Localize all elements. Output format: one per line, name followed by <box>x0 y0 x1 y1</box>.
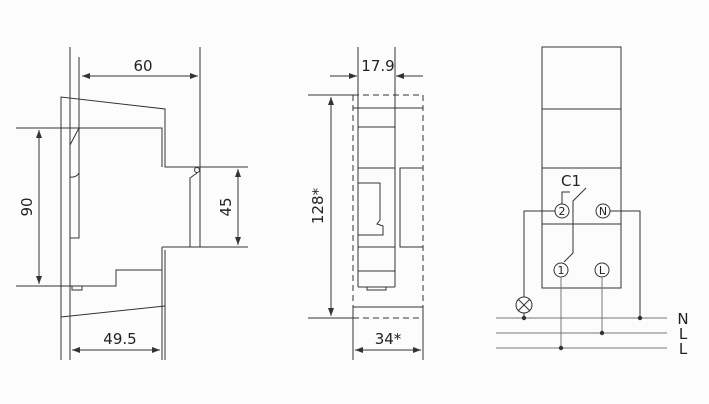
terminal-l: L <box>594 262 610 278</box>
dim-depth-lower: 49.5 <box>103 330 136 348</box>
lamp-icon <box>515 296 533 314</box>
terminal-1: 1 <box>553 262 569 278</box>
dim-height-total: 128* <box>309 187 327 224</box>
bus-label-n: N <box>677 310 688 328</box>
bus-label-l1: L <box>679 325 688 343</box>
dim-rail: 45 <box>217 197 235 216</box>
bus-label-l2: L <box>679 340 688 358</box>
dim-depth: 60 <box>133 57 152 75</box>
dim-height: 90 <box>18 197 36 216</box>
dim-width: 17.9 <box>361 57 394 75</box>
dim-width-total: 34* <box>375 330 402 348</box>
terminal-2: 2 <box>554 203 570 219</box>
terminal-n: N <box>595 203 611 219</box>
wiring-diagram: C1 2 N 1 L N L L <box>496 46 689 358</box>
svg-text:2: 2 <box>559 205 566 218</box>
svg-text:L: L <box>599 264 606 277</box>
side-view: 60 90 45 49.5 <box>16 47 248 360</box>
front-view: 17.9 128* 34* <box>308 47 424 360</box>
svg-text:1: 1 <box>558 264 565 277</box>
contact-label: C1 <box>561 172 581 190</box>
svg-text:N: N <box>599 205 607 218</box>
